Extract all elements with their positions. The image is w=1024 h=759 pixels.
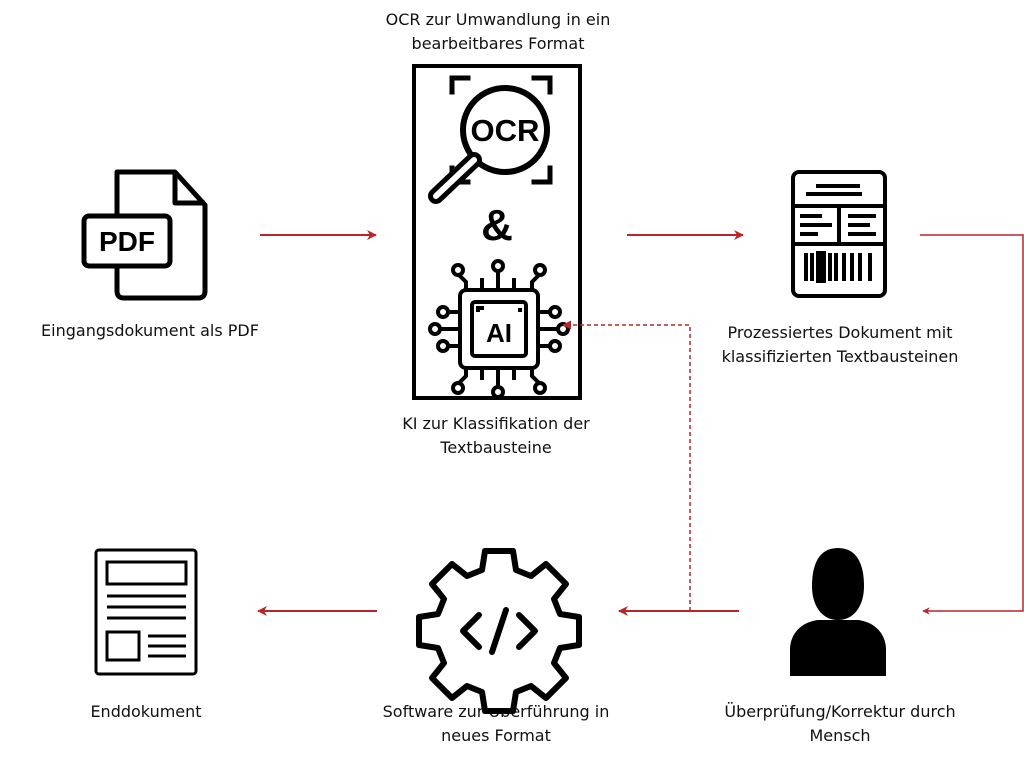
person-icon: [790, 548, 886, 676]
ocr-magnifier-icon: OCR: [428, 75, 553, 204]
human-review-label: Überprüfung/Korrektur durch Mensch: [702, 700, 978, 748]
ocr-caption-line-1: OCR zur Umwandlung in ein: [385, 10, 611, 29]
ki-caption: KI zur Klassifikation der Textbausteine: [370, 412, 622, 460]
ki-caption-line-1: KI zur Klassifikation der: [402, 414, 590, 433]
final-doc-label: Enddokument: [90, 702, 202, 721]
final-document-icon: [94, 548, 198, 676]
processed-doc-label: Prozessiertes Dokument mit klassifiziert…: [705, 321, 975, 369]
processed-document-icon: [791, 170, 887, 298]
software-line-2: neues Format: [441, 726, 551, 745]
human-review-line-1: Überprüfung/Korrektur durch: [724, 702, 956, 721]
code-gear-icon: [416, 548, 582, 714]
ai-icon-text: AI: [486, 318, 512, 348]
arrow-processed-to-review: [920, 234, 1024, 615]
ocr-icon-text: OCR: [471, 113, 540, 148]
processed-doc-line-1: Prozessiertes Dokument mit: [727, 323, 953, 342]
arrow-feedback-dashed: [562, 320, 691, 611]
ampersand-symbol: &: [481, 201, 513, 250]
ai-chip-icon: [428, 259, 570, 399]
flow-arrows: [257, 230, 1024, 616]
processed-doc-line-2: klassifizierten Textbausteinen: [721, 347, 959, 366]
ki-caption-line-2: Textbausteine: [440, 438, 552, 457]
pdf-file-icon: PDF: [81, 169, 208, 301]
ocr-caption: OCR zur Umwandlung in ein bearbeitbares …: [367, 8, 629, 56]
input-doc-label: Eingangsdokument als PDF: [41, 321, 259, 340]
human-review-line-2: Mensch: [809, 726, 871, 745]
pdf-icon-text: PDF: [99, 226, 155, 257]
ocr-caption-line-2: bearbeitbares Format: [411, 34, 585, 53]
